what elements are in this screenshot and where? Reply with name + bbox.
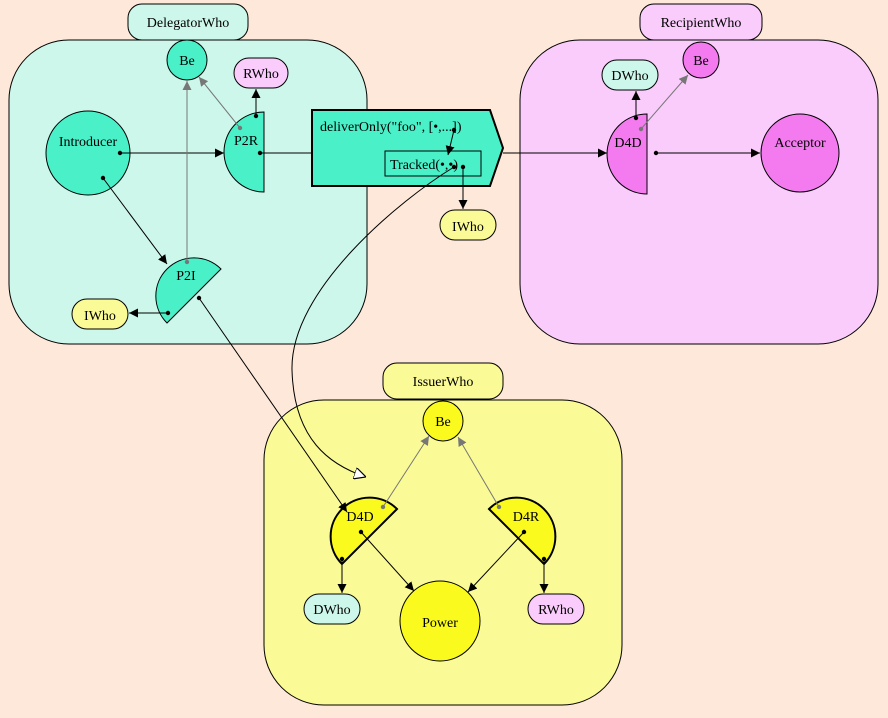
p2r-facet: P2R — [223, 111, 265, 193]
svg-text:Introducer: Introducer — [59, 135, 118, 150]
recipient-d4d-facet: D4D — [606, 113, 648, 195]
arrow-issuer-d4d-to-power — [358, 529, 415, 592]
recipient-vat-title: RecipientWho — [661, 16, 742, 31]
arrow-introducer-to-p2r — [117, 148, 224, 158]
arrow-tracked-to-iwho — [458, 164, 468, 209]
recipient-be-node: Be — [682, 41, 720, 79]
issuer-vat-label: IssuerWho — [382, 362, 504, 400]
delegator-vat-title: DelegatorWho — [147, 16, 229, 31]
arrow-d4d-to-be — [638, 74, 689, 132]
arrow-tracked-to-issuer-d4d — [291, 164, 457, 477]
link-p2r-to-message — [257, 150, 312, 156]
issuer-be-node: Be — [422, 400, 464, 442]
svg-text:Be: Be — [179, 54, 195, 69]
svg-text:D4D: D4D — [346, 510, 373, 525]
svg-text:RWho: RWho — [243, 67, 279, 82]
recipient-vat — [519, 39, 879, 345]
introducer-node: Introducer — [45, 110, 131, 196]
delegator-rwho-node: RWho — [233, 57, 289, 89]
issuer-rwho-node: RWho — [527, 593, 585, 625]
svg-text:D4R: D4R — [513, 510, 540, 525]
arrow-issuer-d4r-to-be — [457, 436, 502, 510]
power-node: Power — [399, 580, 481, 662]
issuer-vat-title: IssuerWho — [413, 375, 474, 390]
arrow-p2r-to-be — [198, 76, 243, 131]
svg-text:P2I: P2I — [176, 269, 196, 284]
arrow-introducer-to-p2i — [100, 175, 168, 265]
arrow-p2r-to-rwho — [251, 89, 261, 119]
svg-text:DWho: DWho — [611, 69, 648, 84]
message-envelope: deliverOnly("foo", [•,...]) Tracked(•,•) — [311, 109, 505, 187]
svg-text:DWho: DWho — [313, 603, 350, 618]
svg-text:D4D: D4D — [614, 136, 641, 151]
recipient-vat-label: RecipientWho — [639, 3, 763, 41]
arrow-issuer-d4r-to-power — [467, 529, 527, 593]
message-iwho-node: IWho — [439, 209, 497, 241]
svg-text:Be: Be — [693, 54, 709, 69]
arrow-p2i-to-be — [182, 81, 192, 265]
svg-text:Be: Be — [435, 415, 451, 430]
svg-text:RWho: RWho — [538, 603, 574, 618]
delegator-iwho-node: IWho — [71, 298, 129, 330]
svg-text:IWho: IWho — [452, 220, 484, 235]
arrow-issuer-d4d-to-be — [380, 435, 430, 510]
arrow-d4d-to-dwho — [631, 91, 641, 121]
recipient-dwho-node: DWho — [601, 59, 659, 91]
message-call-text: deliverOnly("foo", [•,...]) — [320, 120, 462, 135]
arrow-d4d-to-acceptor — [653, 148, 760, 158]
svg-text:IWho: IWho — [84, 309, 116, 324]
arrow-issuer-d4r-to-rwho — [539, 556, 549, 593]
tracked-text: Tracked(•,•) — [390, 158, 458, 173]
delegator-vat-label: DelegatorWho — [127, 3, 249, 41]
arrow-p2i-to-iwho — [129, 308, 171, 318]
delegator-be-node: Be — [166, 39, 208, 81]
arrow-issuer-d4d-to-dwho — [337, 556, 347, 593]
svg-text:P2R: P2R — [234, 134, 259, 149]
svg-text:Acceptor: Acceptor — [774, 136, 826, 151]
arrow-p2i-to-issuer-d4d — [196, 295, 348, 513]
arrow-callarg-to-tracked — [445, 127, 457, 156]
acceptor-node: Acceptor — [760, 113, 840, 193]
svg-text:Power: Power — [422, 616, 458, 631]
issuer-dwho-node: DWho — [303, 593, 361, 625]
